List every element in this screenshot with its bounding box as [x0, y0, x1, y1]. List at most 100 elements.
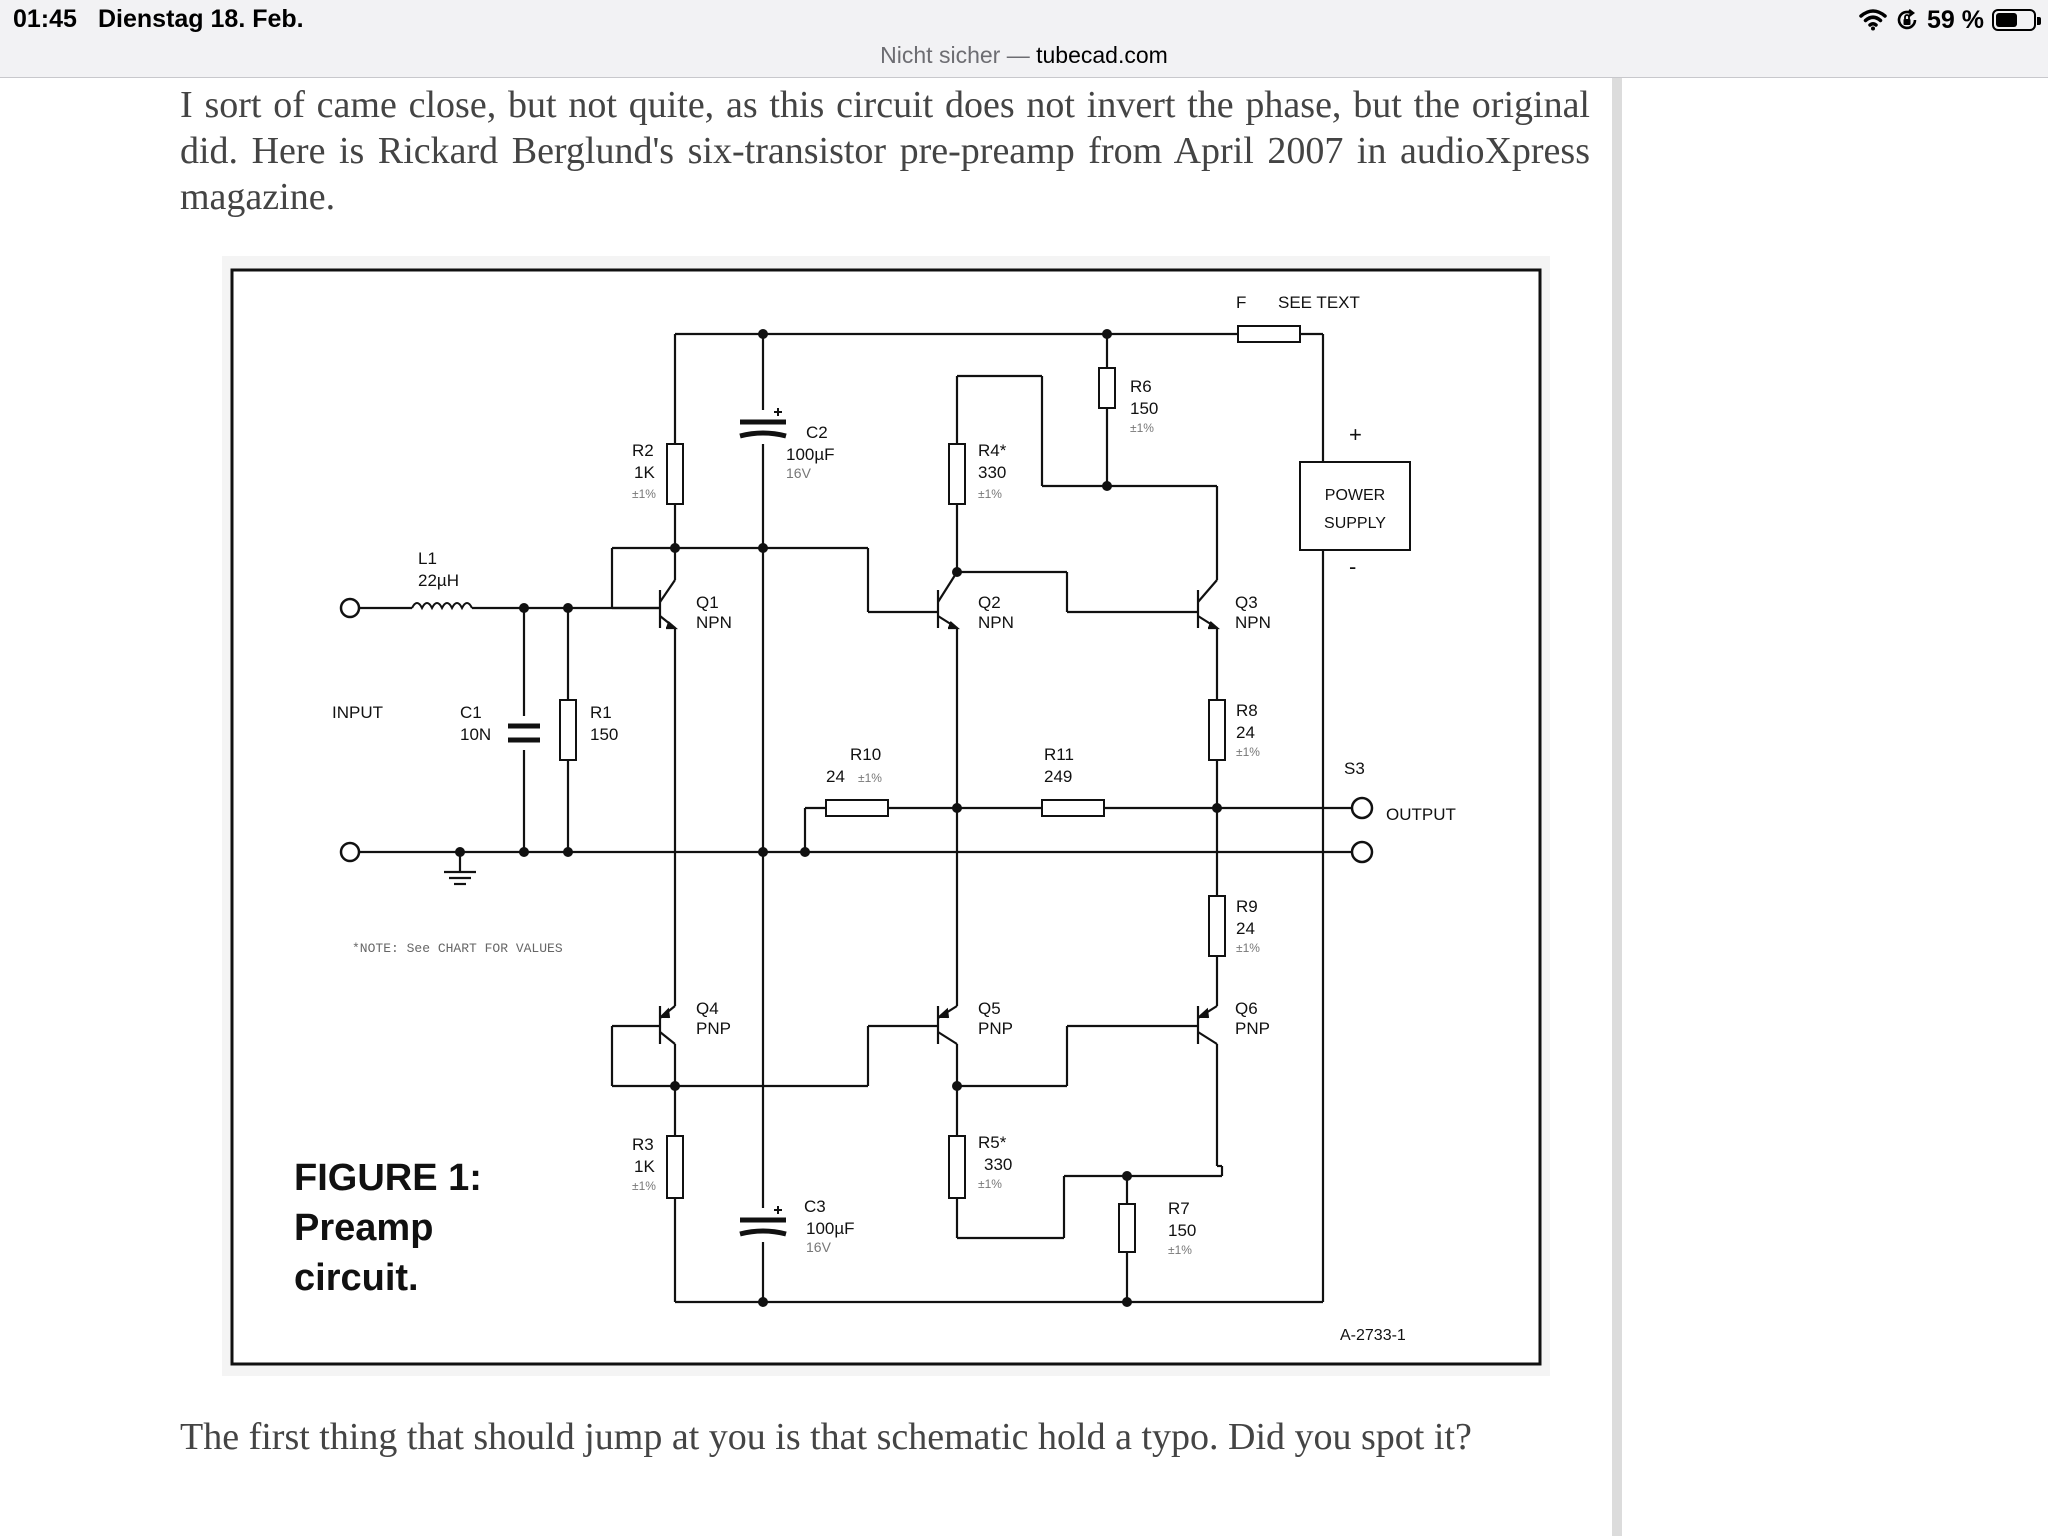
- c2-rating: 16V: [786, 465, 812, 481]
- transistor-q6: [1196, 1005, 1218, 1045]
- r11-value: 249: [1044, 767, 1072, 786]
- inductor-l1: [411, 602, 473, 611]
- l1-value: 22µH: [418, 571, 459, 590]
- r3-name: R3: [632, 1135, 654, 1154]
- schematic-figure: F SEE TEXT + - POWER SUPPLY L1 22µH INPU…: [222, 256, 1550, 1376]
- q6-name: Q6: [1235, 999, 1258, 1018]
- terminals: [339, 597, 1374, 864]
- r7-name: R7: [1168, 1199, 1190, 1218]
- r1-value: 150: [590, 725, 618, 744]
- r4-tol: ±1%: [978, 487, 1002, 501]
- c2-value: 100µF: [786, 445, 835, 464]
- wiring: [350, 332, 1362, 1304]
- input-terminal-bottom: [339, 841, 361, 863]
- drawing-number: A-2733-1: [1340, 1327, 1406, 1344]
- status-time: 01:45: [13, 5, 77, 33]
- battery-level: [1996, 13, 2018, 27]
- resistor-r3: [666, 1135, 684, 1199]
- r4-name: R4*: [978, 441, 1007, 460]
- note-text: *NOTE: See CHART FOR VALUES: [352, 941, 563, 956]
- transistors: [658, 571, 1220, 1045]
- transistor-q5: [936, 1005, 958, 1045]
- r6-value: 150: [1130, 399, 1158, 418]
- resistor-r9: [1208, 895, 1226, 957]
- r10-tol: ±1%: [858, 771, 882, 785]
- power-supply-box: [1299, 461, 1411, 551]
- figure-subtitle-2: circuit.: [294, 1257, 419, 1299]
- q6-type: PNP: [1235, 1019, 1270, 1038]
- resistor-r1: [559, 699, 577, 761]
- r5-name: R5*: [978, 1133, 1007, 1152]
- see-text-label: SEE TEXT: [1278, 293, 1360, 312]
- transistor-q3: [1196, 579, 1220, 630]
- c3-value: 100µF: [806, 1219, 855, 1238]
- q5-type: PNP: [978, 1019, 1013, 1038]
- battery-icon: [1992, 9, 2041, 31]
- output-terminal-top: [1350, 796, 1374, 820]
- r9-tol: ±1%: [1236, 941, 1260, 955]
- r8-value: 24: [1236, 723, 1255, 742]
- capacitor-c2-plate2: [739, 430, 787, 439]
- resistor-r4: [948, 443, 966, 505]
- r2-name: R2: [632, 441, 654, 460]
- transistor-q4: [658, 1005, 676, 1045]
- r6-tol: ±1%: [1130, 421, 1154, 435]
- figure-title: FIGURE 1:: [294, 1157, 482, 1199]
- security-label: Nicht sicher —: [880, 42, 1030, 68]
- resistor-r7: [1118, 1203, 1136, 1253]
- q4-type: PNP: [696, 1019, 731, 1038]
- wifi-icon: [1859, 9, 1887, 31]
- address-bar[interactable]: Nicht sicher — tubecad.com: [0, 40, 2048, 78]
- psu-minus-label: -: [1349, 554, 1356, 579]
- input-terminal-top: [339, 597, 361, 619]
- components: [411, 325, 1411, 1253]
- transistor-q1: [658, 579, 678, 630]
- r3-value: 1K: [634, 1157, 655, 1176]
- orientation-lock-icon: [1897, 9, 1917, 30]
- resistor-r10: [825, 799, 889, 817]
- status-date: Dienstag 18. Feb.: [98, 5, 304, 33]
- psu-plus-label: +: [1349, 422, 1362, 447]
- r2-tol: ±1%: [632, 487, 656, 501]
- q3-name: Q3: [1235, 593, 1258, 612]
- q2-type: NPN: [978, 613, 1014, 632]
- r8-name: R8: [1236, 701, 1258, 720]
- output-label: OUTPUT: [1386, 805, 1456, 824]
- r10-value: 24: [826, 767, 845, 786]
- article-paragraph-2: The first thing that should jump at you …: [180, 1416, 1472, 1458]
- c1-name: C1: [460, 703, 482, 722]
- q5-name: Q5: [978, 999, 1001, 1018]
- figure-subtitle-1: Preamp: [294, 1207, 433, 1249]
- r3-tol: ±1%: [632, 1179, 656, 1193]
- r9-name: R9: [1236, 897, 1258, 916]
- r4-value: 330: [978, 463, 1006, 482]
- q1-type: NPN: [696, 613, 732, 632]
- resistor-r2: [666, 443, 684, 505]
- q2-name: Q2: [978, 593, 1001, 612]
- s3-label: S3: [1344, 759, 1365, 778]
- r5-tol: ±1%: [978, 1177, 1002, 1191]
- page-divider: [1612, 78, 1622, 1536]
- r10-name: R10: [850, 745, 881, 764]
- input-label: INPUT: [332, 703, 383, 722]
- resistor-r11: [1041, 799, 1105, 817]
- capacitors: [508, 419, 787, 1237]
- r5-value: 330: [984, 1155, 1012, 1174]
- q1-name: Q1: [696, 593, 719, 612]
- output-terminal-bottom: [1350, 840, 1374, 864]
- article-paragraph: I sort of came close, but not quite, as …: [180, 84, 1590, 218]
- r2-value: 1K: [634, 463, 655, 482]
- r6-name: R6: [1130, 377, 1152, 396]
- status-bar: 01:45 Dienstag 18. Feb. 59 %: [0, 0, 2048, 40]
- r7-tol: ±1%: [1168, 1243, 1192, 1257]
- power-supply-label-1: POWER: [1325, 487, 1385, 504]
- q3-type: NPN: [1235, 613, 1271, 632]
- r11-name: R11: [1044, 745, 1074, 764]
- fuse-label: F: [1236, 293, 1246, 312]
- c3-name: C3: [804, 1197, 826, 1216]
- r7-value: 150: [1168, 1221, 1196, 1240]
- resistor-r6: [1098, 367, 1116, 409]
- fuse: [1237, 325, 1301, 343]
- q4-name: Q4: [696, 999, 719, 1018]
- cap-polarity: [774, 408, 782, 1214]
